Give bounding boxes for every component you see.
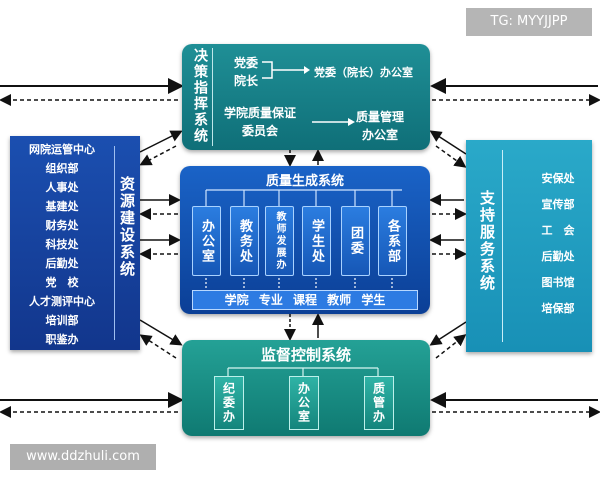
- resource-item: 基建处: [45, 200, 79, 213]
- department-box: 办公室: [192, 206, 221, 276]
- monitor-item-box: 纪委办: [214, 376, 244, 430]
- department-box: 教师发展办: [265, 206, 294, 276]
- support-item: 培保部: [541, 302, 575, 315]
- resource-item: 党 校: [45, 276, 79, 289]
- support-item: 安保处: [541, 172, 575, 185]
- resource-item: 人才测评中心: [29, 295, 95, 308]
- committee-arrow: [312, 118, 355, 126]
- quality-office-line1: 质量管理: [356, 110, 405, 124]
- decision-system-title: 决策指挥系统: [188, 48, 213, 146]
- dean-label: 院长: [234, 74, 259, 88]
- resource-item-list: 网院运管中心组织部人事处基建处财务处科技处后勤处党 校人才测评中心培训部职鉴办: [12, 140, 112, 349]
- resource-system-title: 资源建设系统: [118, 176, 136, 278]
- party-committee-label: 党委: [234, 56, 259, 70]
- support-system-title: 支持服务系统: [478, 190, 496, 292]
- quality-committee-line2: 委员会: [242, 124, 279, 138]
- resource-item: 培训部: [45, 314, 79, 327]
- resource-item: 职鉴办: [45, 333, 79, 346]
- quality-office-line2: 办公室: [362, 128, 399, 142]
- quality-bottom-text: 学院 专业 课程 教师 学生: [224, 293, 386, 307]
- support-system-box: 支持服务系统 安保处宣传部工 会后勤处图书馆培保部: [466, 140, 592, 352]
- support-item: 宣传部: [541, 198, 575, 211]
- resource-item: 网院运管中心: [29, 143, 95, 156]
- decision-bracket: [262, 61, 310, 79]
- department-box: 团委: [341, 206, 370, 276]
- decision-system-box: 决策指挥系统 党委 院长 党委（院长）办公室 学院质量保证 委员会 质量管理 办…: [182, 44, 430, 150]
- quality-system-title: 质量生成系统: [265, 174, 344, 189]
- quality-bus-lines: [205, 189, 402, 290]
- quality-committee-line1: 学院质量保证: [224, 106, 297, 120]
- resource-item: 科技处: [45, 238, 79, 251]
- quality-system-box: 质量生成系统 办公室教务处教师发展办学生处团委各系部 学院 专业 课程 教师 学…: [180, 166, 430, 314]
- resource-divider: [114, 146, 115, 340]
- support-item: 图书馆: [541, 276, 575, 289]
- department-box: 学生处: [302, 206, 331, 276]
- support-item: 工 会: [541, 224, 575, 237]
- support-item: 后勤处: [541, 250, 575, 263]
- party-office-label: 党委（院长）办公室: [314, 66, 413, 79]
- monitor-item-box: 办公室: [289, 376, 319, 430]
- watermark-bottom-left: www.ddzhuli.com: [10, 444, 156, 470]
- monitor-system-box: 监督控制系统 纪委办 办公室 质管办: [182, 340, 430, 436]
- support-divider: [502, 150, 503, 342]
- resource-item: 人事处: [45, 181, 79, 194]
- monitor-system-title: 监督控制系统: [260, 346, 351, 364]
- resource-item: 后勤处: [45, 257, 79, 270]
- department-box: 教务处: [230, 206, 259, 276]
- resource-item: 财务处: [45, 219, 79, 232]
- monitor-item-box: 质管办: [364, 376, 394, 430]
- resource-system-box: 网院运管中心组织部人事处基建处财务处科技处后勤处党 校人才测评中心培训部职鉴办 …: [10, 136, 140, 350]
- department-box: 各系部: [378, 206, 407, 276]
- support-item-list: 安保处宣传部工 会后勤处图书馆培保部: [528, 166, 588, 322]
- watermark-top-right: TG: MYYJJPP: [466, 8, 592, 36]
- quality-bottom-bar: 学院 专业 课程 教师 学生: [192, 290, 418, 310]
- resource-item: 组织部: [45, 162, 79, 175]
- monitor-bus-lines: [227, 367, 379, 376]
